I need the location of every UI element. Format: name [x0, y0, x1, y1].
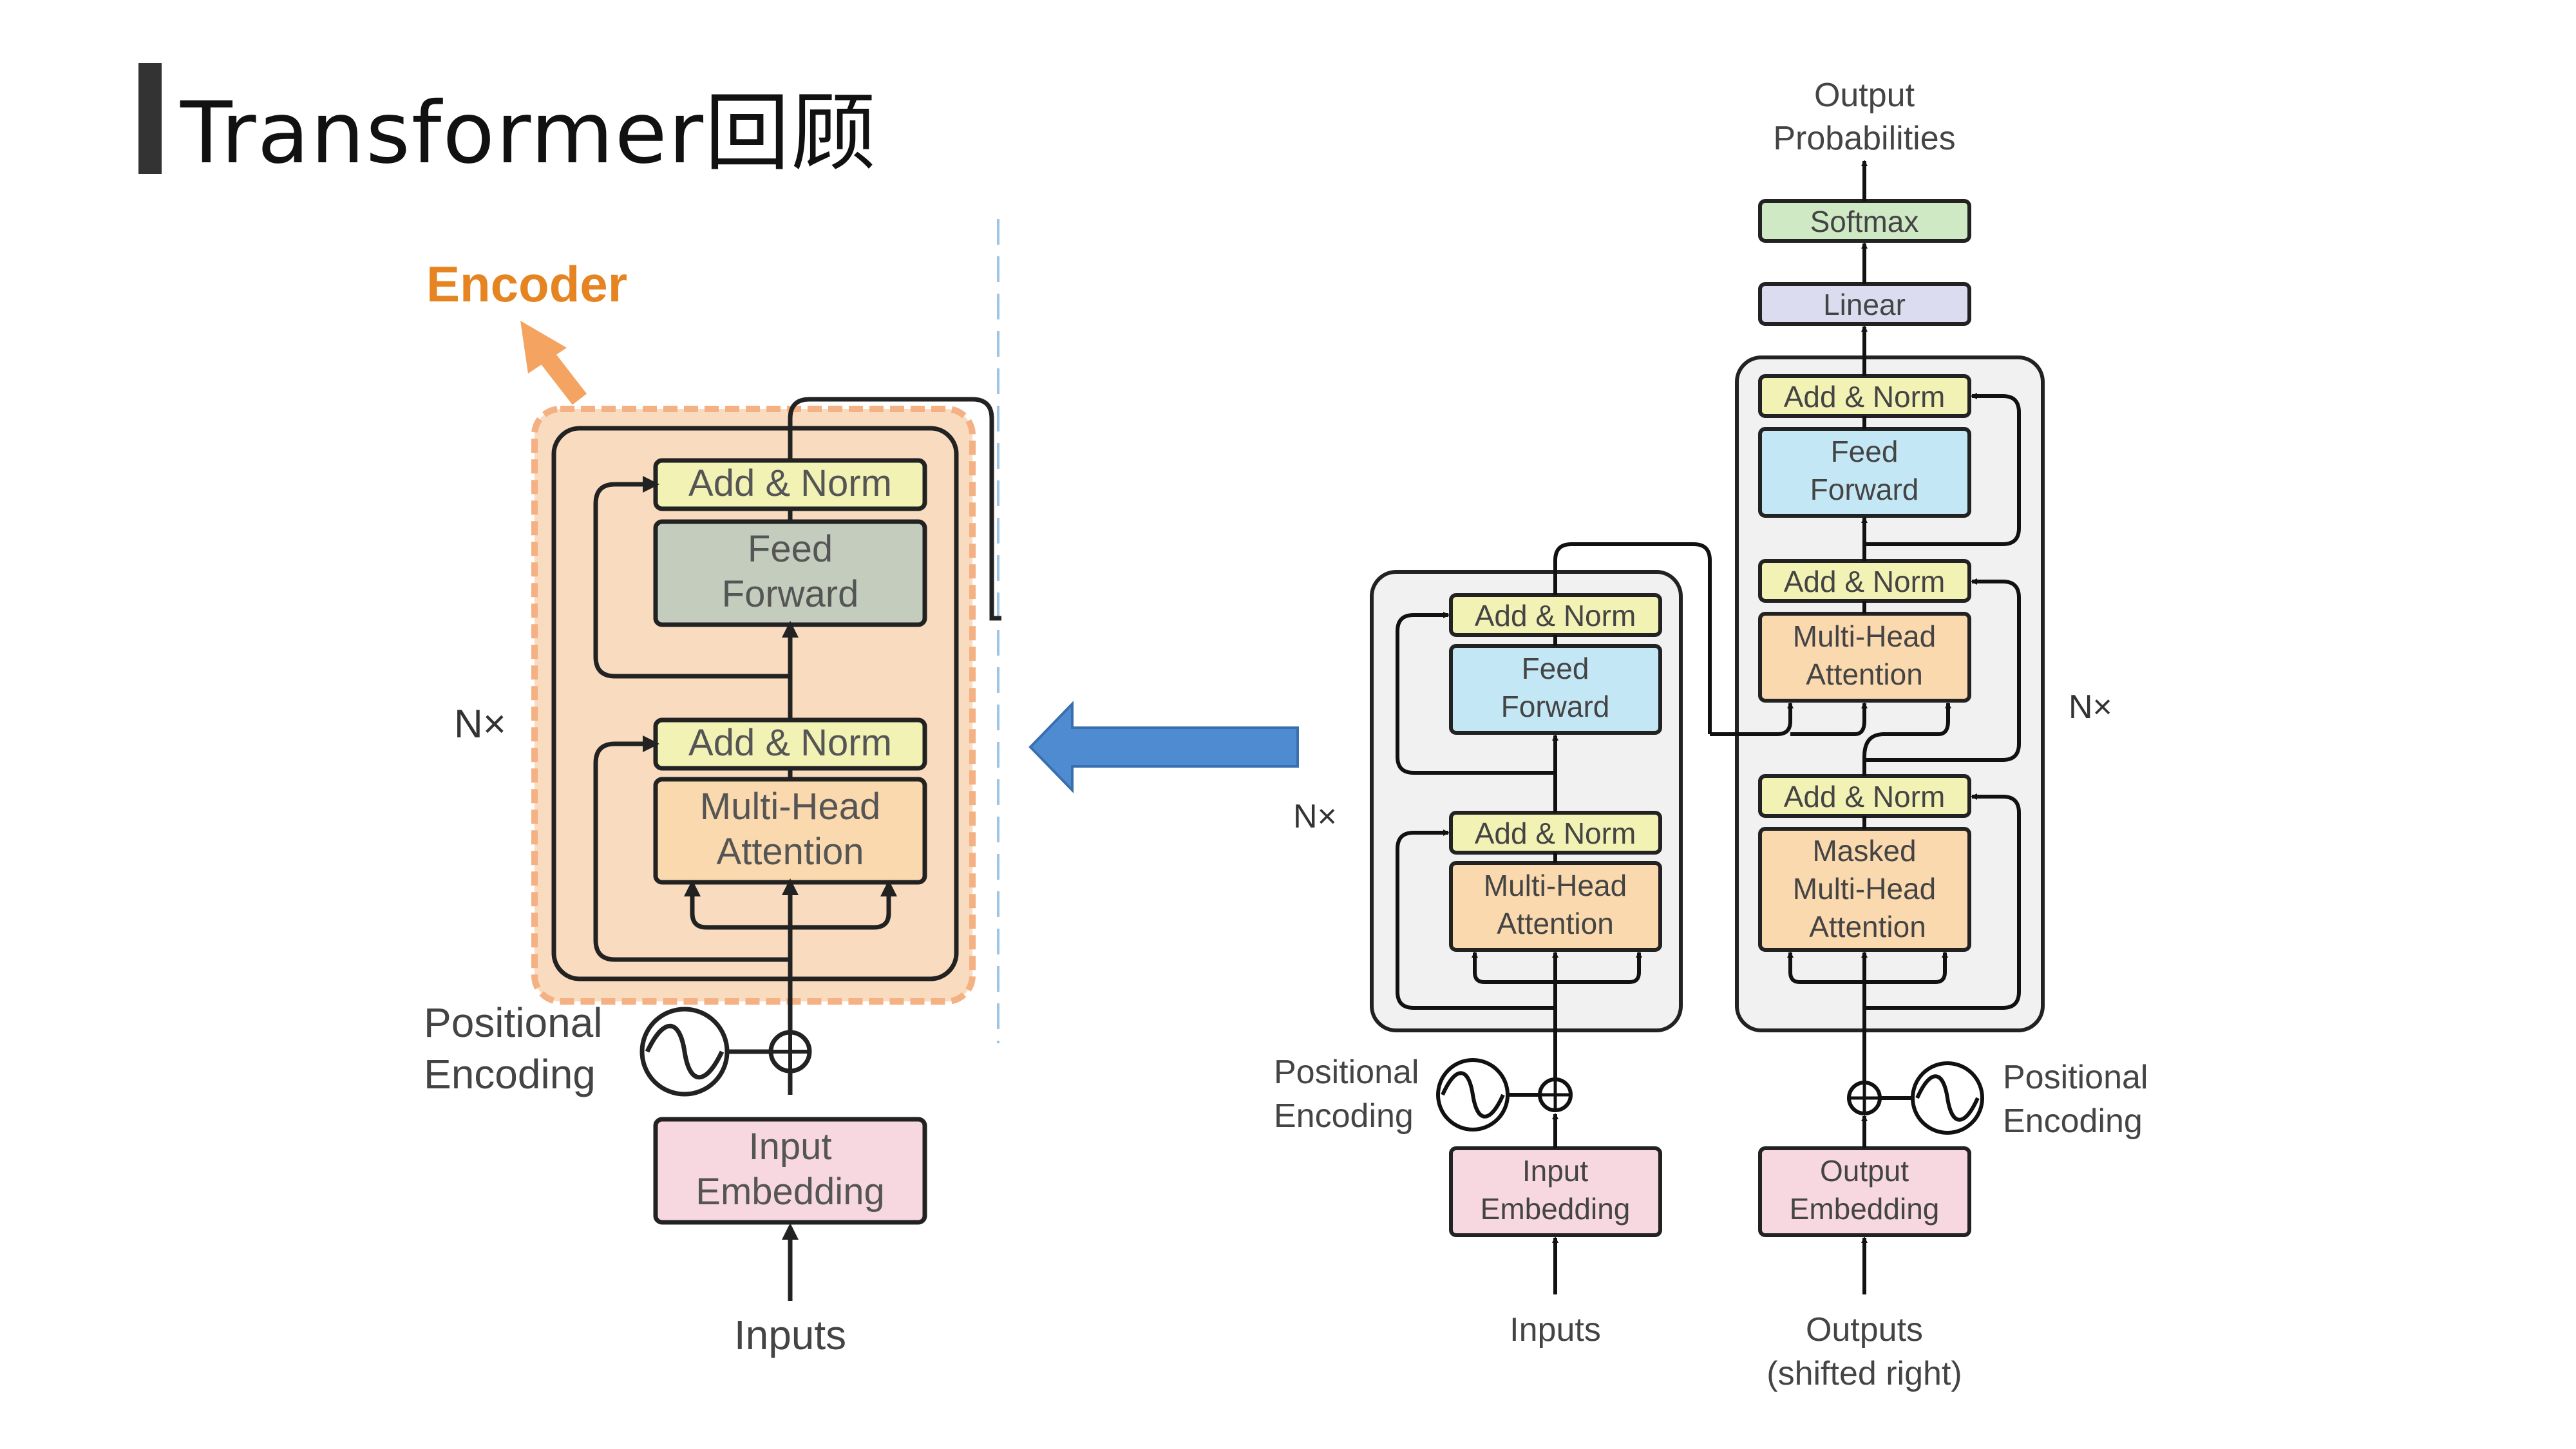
left-encoder-panel: Encoder N× Add & Norm Feed Forward Add &… — [424, 219, 1001, 1358]
output-probabilities-line2: Probabilities — [1773, 120, 1955, 157]
right-decoder-nx: N× — [2069, 688, 2112, 726]
encoder-box — [551, 426, 959, 981]
left-add-norm-top-label: Add & Norm — [688, 462, 892, 504]
encoder-pointer-arrow — [520, 321, 587, 405]
right-transformer-panel: N× N× Output Probabilities Softmax Linea… — [1274, 77, 2148, 1392]
right-encoder-stack — [1370, 570, 1683, 1032]
encoder-ff-line1: Feed — [1522, 652, 1589, 685]
right-input-embedding-line1: Input — [1522, 1154, 1589, 1188]
left-feed-forward-line1: Feed — [748, 528, 833, 570]
encoder-mha-line1: Multi-Head — [1484, 869, 1627, 902]
encoder-label: Encoder — [426, 256, 627, 312]
decoder-masked-line1: Masked — [1812, 834, 1916, 867]
encoder-add-norm-top-label: Add & Norm — [1475, 599, 1636, 632]
left-mha-line2: Attention — [717, 831, 864, 873]
left-nx-label: N× — [454, 702, 506, 746]
encoder-ff-line2: Forward — [1501, 690, 1610, 723]
decoder-positional-encoding: Positional Encoding — [1847, 1059, 2148, 1140]
title-accent-bar — [138, 63, 162, 174]
left-inputs-label: Inputs — [734, 1312, 846, 1358]
outputs-label-line1: Outputs — [1806, 1311, 1923, 1349]
left-input-embedding — [653, 1117, 927, 1225]
encoder-add-norm-bottom-label: Add & Norm — [1475, 817, 1636, 850]
left-input-embedding-line1: Input — [749, 1126, 832, 1168]
decoder-add-norm-1-label: Add & Norm — [1784, 380, 1946, 413]
output-embedding-line1: Output — [1820, 1154, 1909, 1188]
decoder-masked-line3: Attention — [1809, 910, 1926, 943]
encoder-positional-encoding: Positional Encoding — [1274, 1054, 1573, 1135]
decoder-add-norm-2-label: Add & Norm — [1784, 565, 1946, 598]
blue-left-arrow — [1028, 701, 1299, 793]
left-feed-forward-line2: Forward — [722, 573, 859, 615]
right-input-embedding-line2: Embedding — [1481, 1192, 1631, 1226]
left-input-embedding-line2: Embedding — [696, 1171, 884, 1213]
decoder-pos-enc-line2: Encoding — [2003, 1103, 2143, 1140]
linear-label: Linear — [1823, 288, 1906, 321]
left-mha-line1: Multi-Head — [700, 786, 880, 828]
softmax-label: Softmax — [1810, 205, 1919, 238]
right-connections — [1396, 160, 2021, 1294]
output-embedding-line2: Embedding — [1790, 1192, 1940, 1226]
decoder-ff-line2: Forward — [1810, 473, 1919, 506]
decoder-pos-enc-line1: Positional — [2003, 1059, 2148, 1096]
right-inputs-label: Inputs — [1510, 1311, 1601, 1349]
decoder-masked-line2: Multi-Head — [1793, 872, 1936, 905]
encoder-pos-enc-line2: Encoding — [1274, 1097, 1414, 1135]
decoder-mha-line1: Multi-Head — [1793, 620, 1936, 653]
left-connections — [593, 397, 1001, 1301]
outputs-label-line2: (shifted right) — [1766, 1355, 1962, 1392]
left-positional-encoding-line1: Positional — [424, 999, 603, 1046]
left-add-norm-bottom-label: Add & Norm — [688, 722, 892, 764]
decoder-ff-line1: Feed — [1831, 435, 1899, 468]
decoder-mha-line2: Attention — [1806, 658, 1923, 691]
output-probabilities-line1: Output — [1814, 77, 1915, 114]
encoder-mha-line2: Attention — [1497, 907, 1614, 940]
left-positional-encoding-line2: Encoding — [424, 1051, 596, 1097]
encoder-pos-enc-line1: Positional — [1274, 1054, 1419, 1091]
right-encoder-nx: N× — [1293, 798, 1337, 835]
slide-title: Transformer回顾 — [180, 84, 878, 183]
decoder-add-norm-3-label: Add & Norm — [1784, 780, 1946, 813]
